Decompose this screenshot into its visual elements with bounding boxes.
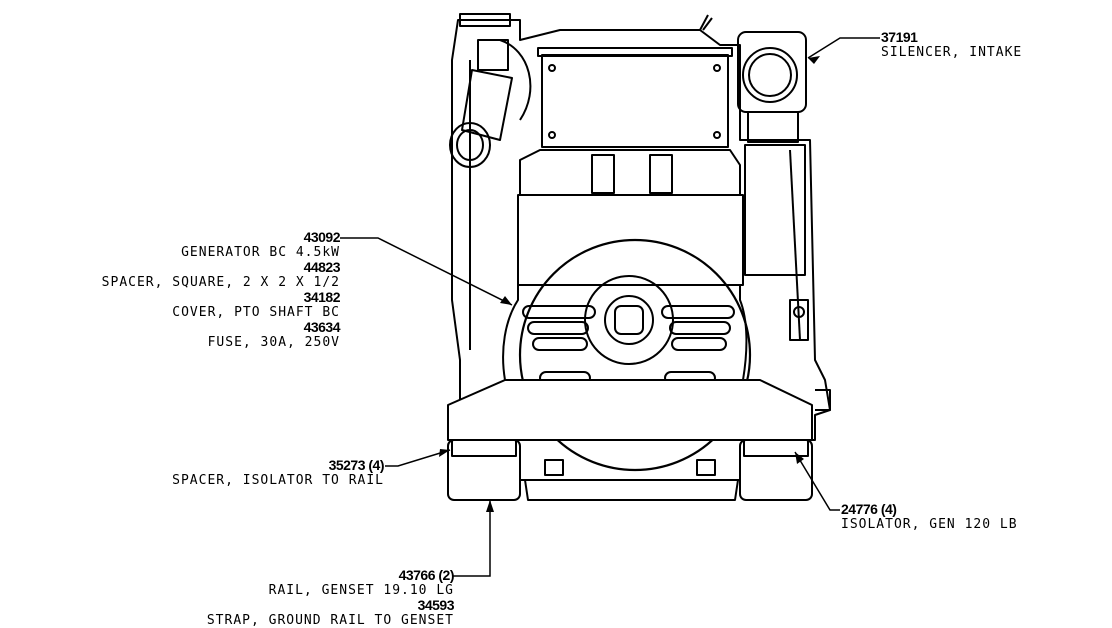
part-description: STRAP, GROUND RAIL TO GENSET	[206, 613, 454, 628]
generator-housing	[502, 194, 752, 472]
part-number: 44823	[303, 259, 341, 275]
engine-block	[451, 13, 831, 441]
callout-isolator: 24776 (4) ISOLATOR, GEN 120 LB	[841, 501, 1018, 533]
leader-isolator	[794, 451, 840, 511]
junction-box	[744, 144, 831, 411]
rails-isolators	[447, 439, 813, 501]
intake-elbow	[449, 39, 532, 168]
callout-rail-group: 43766 (2) RAIL, GENSET 19.10 LG 34593 ST…	[206, 567, 455, 628]
leader-rail	[453, 500, 491, 577]
part-description: GENERATOR BC 4.5kW	[181, 245, 340, 260]
part-description: SPACER, SQUARE, 2 X 2 X 1/2	[101, 275, 340, 290]
part-number: 43634	[303, 319, 341, 335]
leader-lines	[340, 37, 880, 577]
part-number: 34182	[303, 289, 341, 305]
part-number: 43766 (2)	[398, 567, 455, 583]
part-description: ISOLATOR, GEN 120 LB	[841, 517, 1018, 532]
base-plate	[447, 379, 813, 441]
part-description: COVER, PTO SHAFT BC	[172, 305, 340, 320]
leader-generator	[340, 237, 513, 306]
part-number: 37191	[881, 29, 918, 45]
callout-generator-group: 43092 GENERATOR BC 4.5kW 44823 SPACER, S…	[101, 229, 341, 351]
part-description: FUSE, 30A, 250V	[207, 335, 340, 350]
leader-silencer	[807, 37, 880, 59]
part-number: 35273 (4)	[328, 457, 385, 473]
arrowheads	[439, 56, 820, 512]
control-box	[519, 47, 741, 196]
part-description: SILENCER, INTAKE	[881, 45, 1023, 60]
part-number: 43092	[303, 229, 341, 245]
silencer-intake	[737, 31, 807, 143]
callout-spacer-isolator: 35273 (4) SPACER, ISOLATOR TO RAIL	[172, 457, 385, 489]
callout-silencer: 37191 SILENCER, INTAKE	[881, 29, 1023, 61]
part-number: 34593	[417, 597, 455, 613]
part-description: RAIL, GENSET 19.10 LG	[268, 583, 454, 598]
part-description: SPACER, ISOLATOR TO RAIL	[172, 473, 384, 488]
part-number: 24776 (4)	[841, 501, 897, 517]
leader-spacer-isolator	[385, 449, 451, 467]
